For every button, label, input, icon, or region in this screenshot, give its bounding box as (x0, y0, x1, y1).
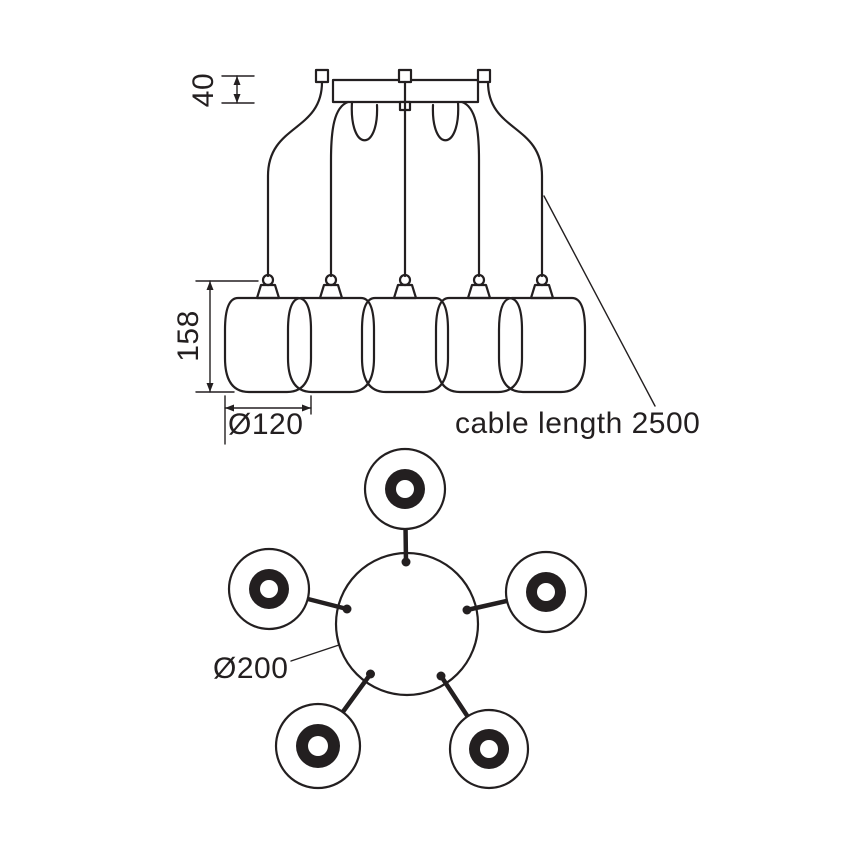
cable-far-right (486, 80, 544, 278)
plan-shade-bottom-right (448, 708, 530, 790)
shade-neck (255, 283, 281, 300)
shade-body (223, 296, 313, 394)
plan-shade-bottom-left (274, 702, 362, 790)
cable-inner-left (329, 100, 350, 278)
cable-length-label: cable length 2500 (455, 407, 700, 440)
arrowhead (233, 94, 241, 103)
plan-view: Ø200 (213, 447, 588, 790)
dimension-shade-diameter: Ø120 (224, 395, 312, 445)
cable-connector-center (397, 68, 413, 84)
cable-inner-right (460, 100, 481, 278)
dimension-shade-height: 158 (172, 280, 259, 393)
lamp-shade (360, 273, 450, 394)
shade-neck (466, 283, 492, 300)
socket-hole (260, 580, 278, 598)
attachment-dot (366, 669, 375, 679)
shade-neck (392, 283, 418, 300)
dimension-canopy-height: 40 (187, 73, 255, 107)
arrowhead (233, 76, 241, 85)
lamp-shade (286, 273, 376, 394)
arrowhead (302, 404, 311, 412)
shade-body (434, 296, 524, 394)
socket-hole (396, 480, 414, 498)
lamp-shades (223, 273, 587, 394)
suspension-cables (266, 80, 544, 278)
attachment-dot (401, 557, 411, 567)
dimension-base-diameter: Ø200 (213, 644, 340, 685)
lamp-shade (497, 273, 587, 394)
plan-shades (227, 447, 588, 790)
dimension-label-158: 158 (172, 310, 205, 362)
dimension-label-40: 40 (187, 73, 220, 107)
socket-hole (537, 583, 555, 601)
shade-neck (318, 283, 344, 300)
leader-line (290, 644, 340, 662)
dimension-label-diameter-120: Ø120 (228, 408, 303, 441)
shade-body (360, 296, 450, 394)
cable-length-callout: cable length 2500 (455, 195, 700, 440)
shade-body (497, 296, 587, 394)
cable-connector-left (314, 68, 330, 84)
drawing-root: 40 158 Ø120 (172, 68, 700, 790)
attachment-dot (436, 671, 446, 681)
cable-slack-loop-right (431, 100, 460, 142)
lamp-shade (223, 273, 313, 394)
shade-neck (529, 283, 555, 300)
arrowhead (206, 281, 214, 290)
plan-shade-right (504, 550, 588, 634)
plan-shade-top (363, 447, 447, 531)
dimension-label-diameter-200: Ø200 (213, 652, 288, 685)
arrowhead (206, 383, 214, 392)
plan-shade-left (227, 547, 311, 631)
cable-far-left (266, 80, 324, 278)
attachment-dot (342, 604, 352, 614)
attachment-dots (342, 557, 472, 681)
arrowhead (225, 404, 234, 412)
attachment-dot (462, 605, 472, 615)
cable-connector-right (476, 68, 492, 84)
canopy-disc (334, 551, 480, 697)
socket-hole (480, 740, 498, 758)
side-elevation-view: 40 158 Ø120 (172, 68, 700, 445)
socket-hole (308, 736, 328, 756)
lamp-shade (434, 273, 524, 394)
cable-slack-loop-left (350, 100, 379, 142)
leader-line (543, 195, 656, 407)
shade-body (286, 296, 376, 394)
